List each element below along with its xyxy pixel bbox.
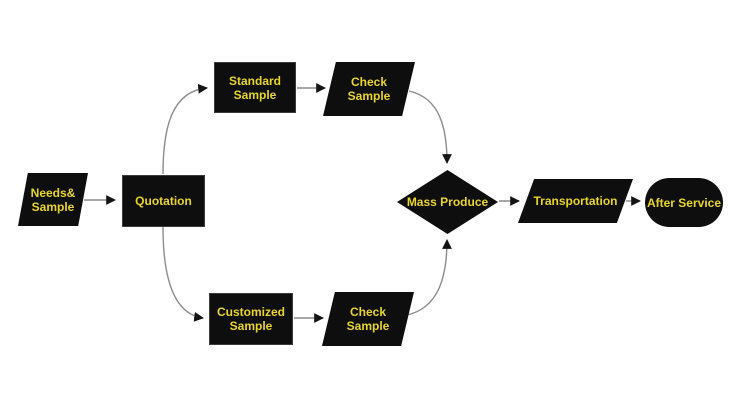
edge-quotation-to-standard (162, 83, 208, 175)
node-quotation-label: Quotation (135, 194, 192, 208)
node-standard-sample: Standard Sample (214, 62, 296, 113)
edge-checktop-to-mass (408, 90, 452, 164)
node-check-sample-top: Check Sample (323, 62, 415, 116)
edge-quotation-to-customized (162, 226, 204, 322)
node-needs-sample: Needs& Sample (18, 173, 88, 226)
node-transportation-label: Transportation (533, 194, 618, 208)
node-after-service: After Service (645, 178, 723, 227)
node-customized-sample-label: Customized Sample (216, 305, 285, 333)
node-standard-sample-label: Standard Sample (228, 73, 281, 102)
node-mass-produce-label: Mass Produce (406, 195, 489, 209)
node-customized-sample: Customized Sample (209, 293, 293, 345)
node-check-sample-top-label: Check Sample (347, 75, 391, 103)
node-needs-sample-label: Needs& Sample (30, 185, 76, 214)
node-transportation: Transportation (518, 179, 633, 223)
node-check-sample-bottom-label: Check Sample (346, 305, 390, 333)
node-check-sample-bottom: Check Sample (322, 292, 414, 346)
node-after-service-label: After Service (646, 195, 722, 210)
node-quotation: Quotation (122, 175, 205, 227)
edge-checkbottom-to-mass (406, 239, 452, 316)
